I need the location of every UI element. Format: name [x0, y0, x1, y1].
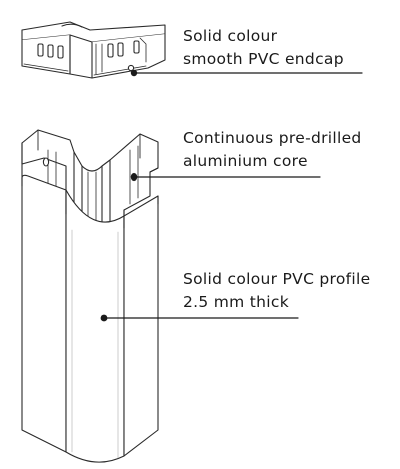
core-label-line2: aluminium core: [183, 152, 308, 170]
leader-dots: [100, 69, 138, 322]
profile-label-line1: Solid colour PVC profile: [183, 270, 371, 288]
core-label-line1: Continuous pre-drilled: [183, 129, 362, 147]
profile-label-line2: 2.5 mm thick: [183, 293, 290, 311]
endcap-pointer-dot: [130, 69, 138, 77]
core-pointer-dot: [130, 173, 138, 181]
endcap-callout-label: Solid colour smooth PVC endcap: [183, 25, 344, 71]
profile-pointer-dot: [100, 314, 108, 322]
pvc-profile-illustration: [21, 174, 159, 463]
endcap-label-line2: smooth PVC endcap: [183, 50, 344, 68]
core-callout-label: Continuous pre-drilled aluminium core: [183, 127, 362, 173]
endcap-illustration: [21, 21, 166, 79]
endcap-label-line1: Solid colour: [183, 27, 278, 45]
profile-callout-label: Solid colour PVC profile 2.5 mm thick: [183, 268, 370, 314]
aluminium-core-illustration: [21, 129, 159, 229]
leader-lines: [103, 72, 363, 319]
